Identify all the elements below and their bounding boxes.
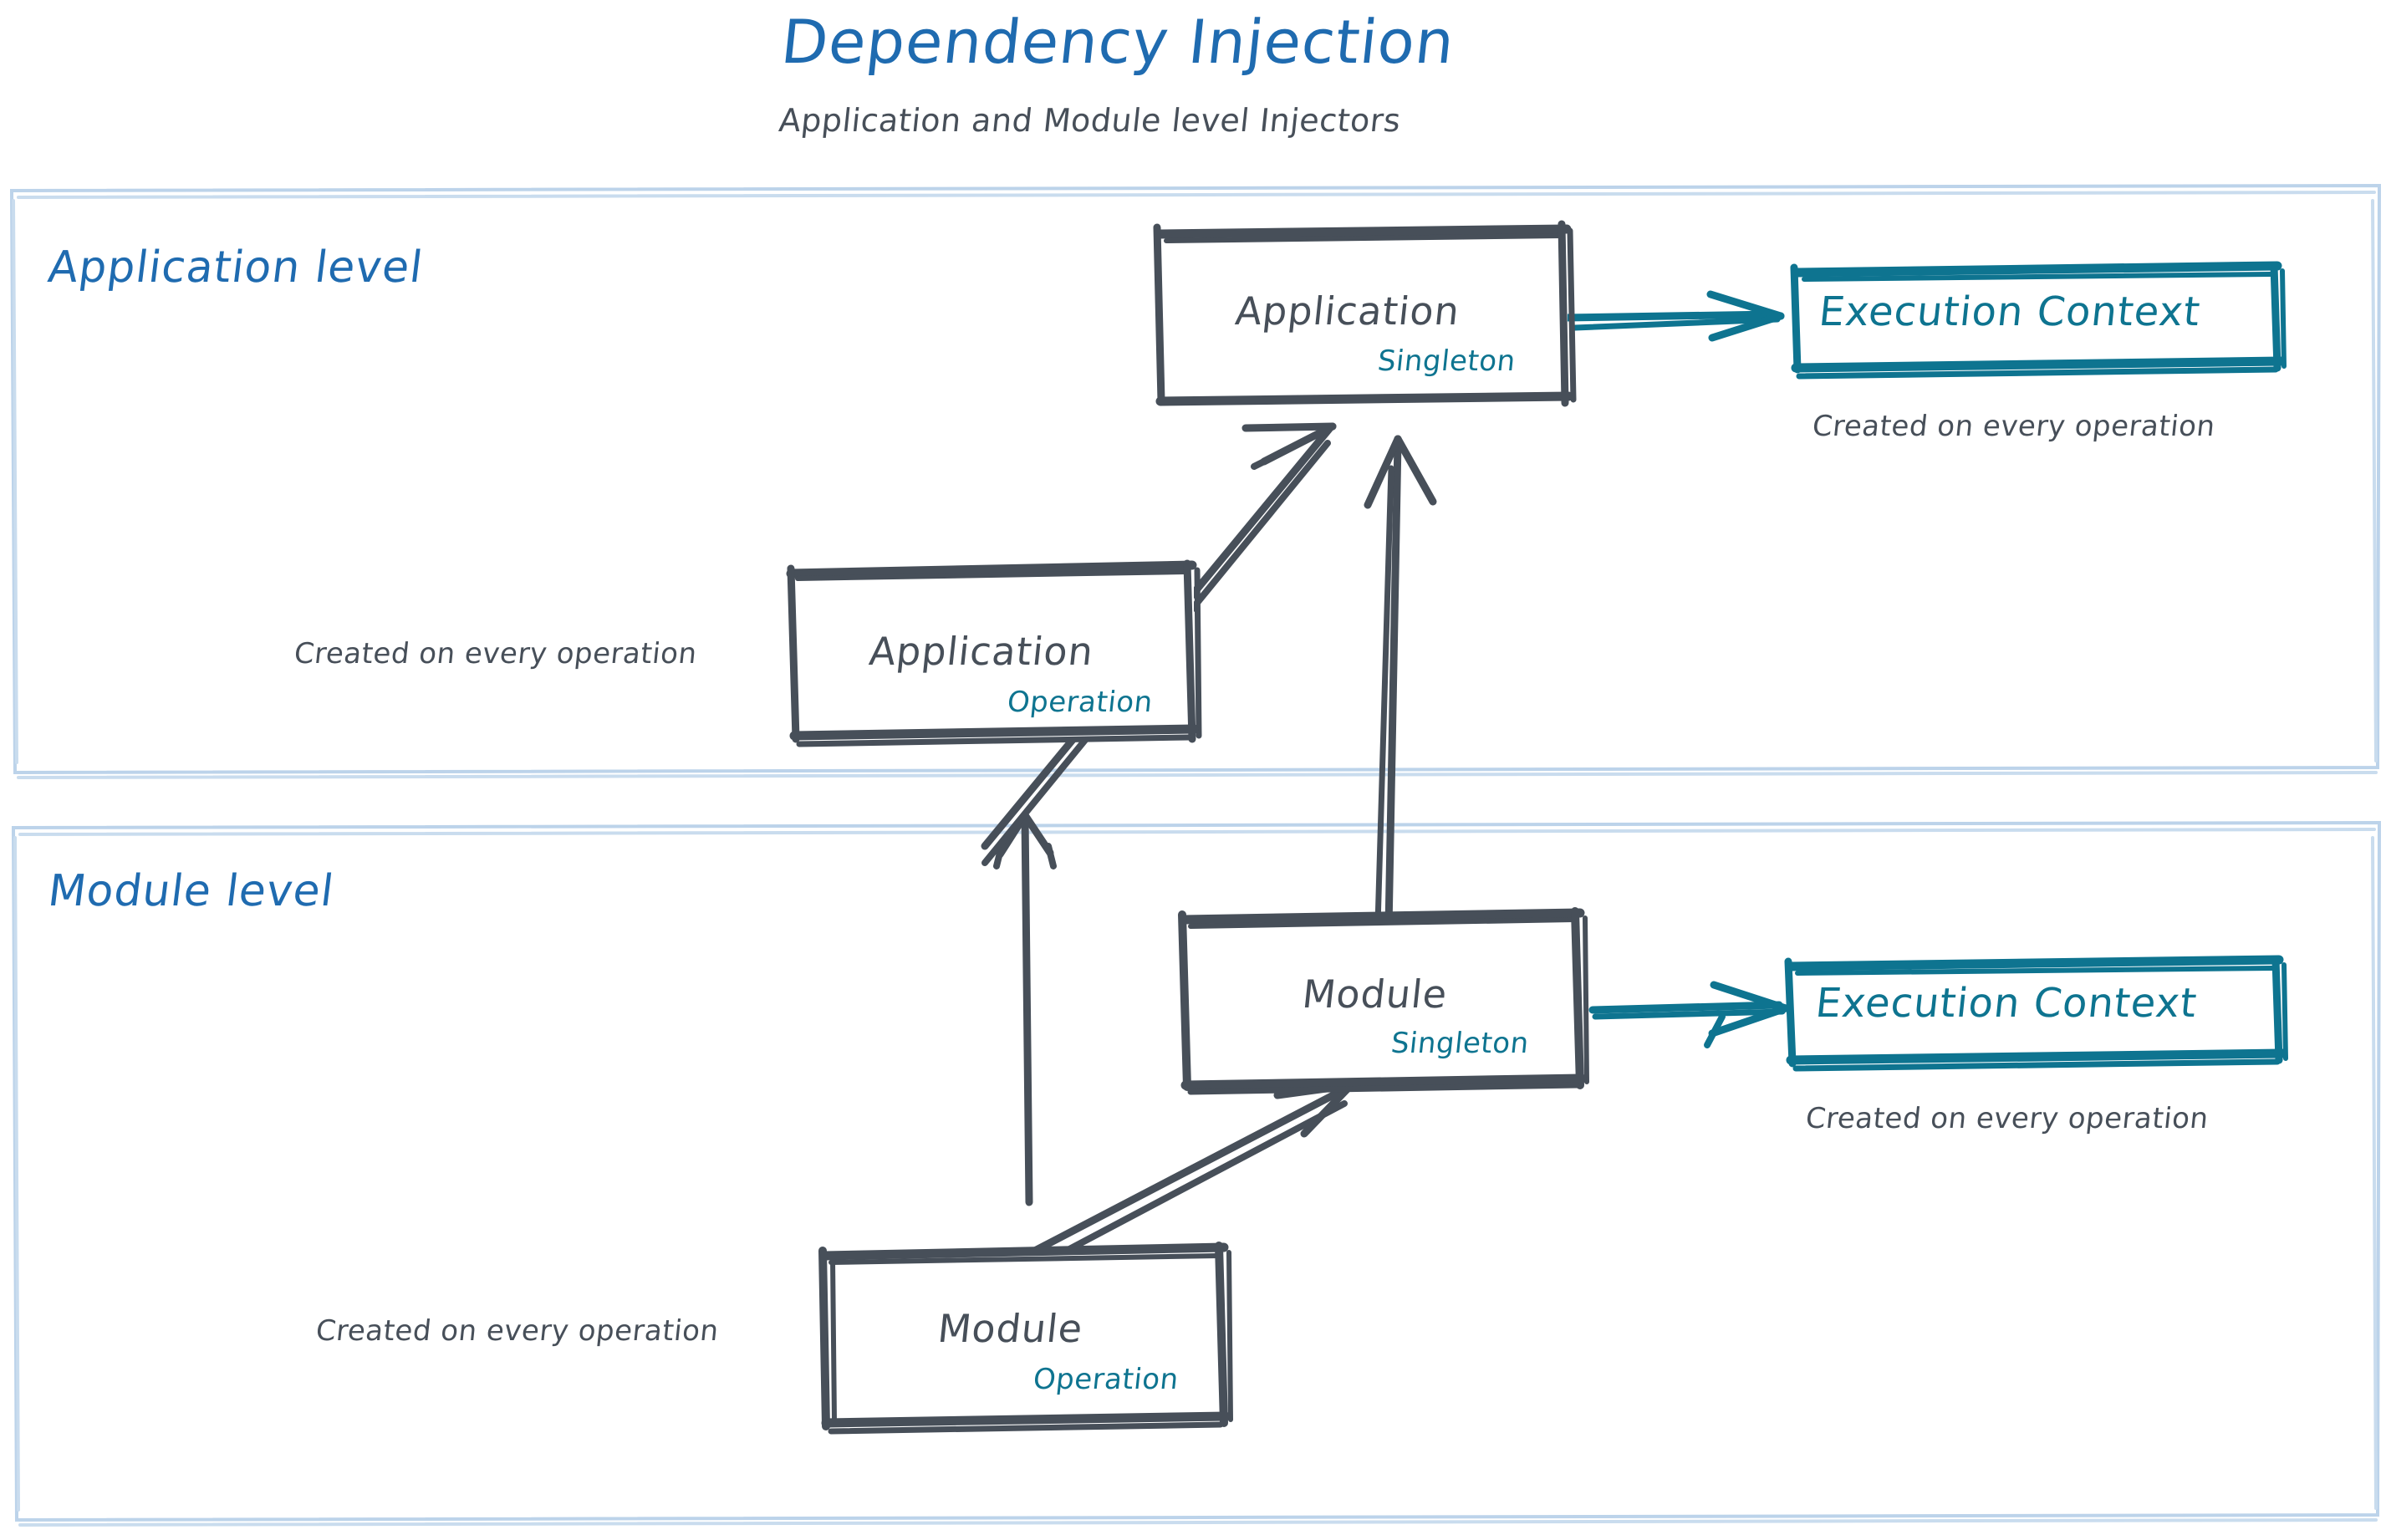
- node-title-module-operation: Module: [936, 1306, 1086, 1351]
- node-box-application-operation[interactable]: [786, 559, 1202, 747]
- panel-application-level: [9, 183, 2382, 779]
- node-scope-module-singleton: Singleton: [1389, 1027, 1531, 1060]
- node-title-application-execution-context: Execution Context: [1817, 288, 2203, 335]
- node-title-application-operation: Application: [867, 629, 1096, 674]
- node-title-module-singleton: Module: [1300, 971, 1450, 1017]
- node-scope-application-singleton: Singleton: [1375, 344, 1517, 378]
- edge-module-operation-to-module-singleton: [1024, 1081, 1355, 1272]
- node-box-module-operation[interactable]: [818, 1242, 1233, 1435]
- note-module-operation: Created on every operation: [314, 1314, 721, 1348]
- section-title-module-level: Module level: [45, 866, 337, 916]
- note-app-exec-context: Created on every operation: [1810, 410, 2217, 443]
- node-title-application-singleton: Application: [1233, 288, 1462, 334]
- page-subtitle: Application and Module level Injectors: [777, 102, 1403, 139]
- edge-app-singleton-to-exec-context: [1561, 290, 1785, 342]
- node-box-module-execution-context[interactable]: [1784, 955, 2288, 1072]
- node-box-application-singleton[interactable]: [1153, 220, 1577, 407]
- node-title-module-execution-context: Execution Context: [1813, 980, 2200, 1027]
- node-box-application-execution-context[interactable]: [1790, 261, 2287, 380]
- note-module-exec-context: Created on every operation: [1803, 1102, 2210, 1135]
- note-app-operation: Created on every operation: [292, 637, 699, 671]
- page-title: Dependency Injection: [777, 7, 1459, 77]
- node-scope-module-operation: Operation: [1031, 1363, 1180, 1396]
- node-box-module-singleton[interactable]: [1178, 907, 1589, 1095]
- section-title-application-level: Application level: [45, 242, 426, 293]
- edge-module-singleton-to-app-singleton: [1364, 435, 1437, 932]
- edge-module-operation-to-app-operation: [993, 811, 1057, 1206]
- panel-module-level: [11, 820, 2382, 1527]
- edge-module-singleton-to-exec-context: [1588, 981, 1790, 1048]
- node-scope-application-operation: Operation: [1005, 686, 1155, 719]
